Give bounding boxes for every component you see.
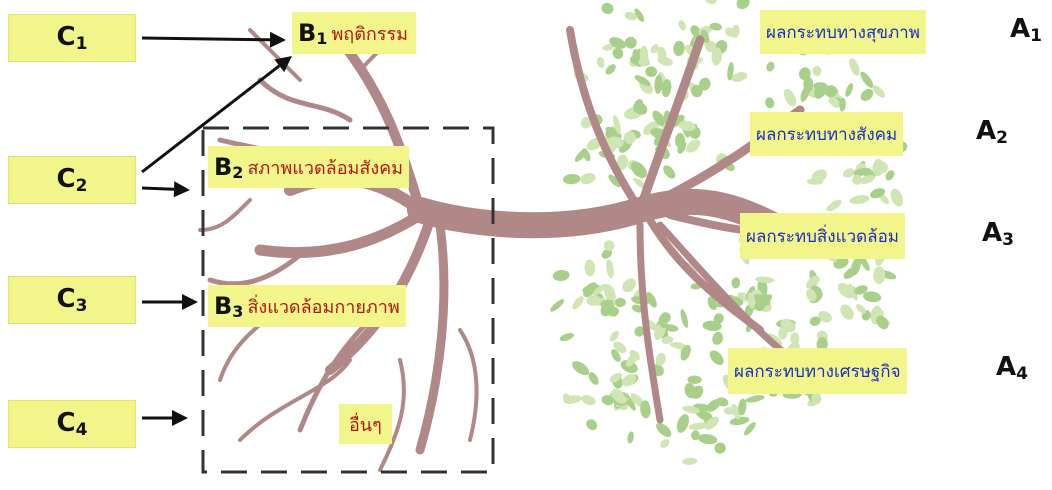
behavior-code-b2: B2 <box>214 153 243 182</box>
other-factors-label: อื่นๆ <box>339 404 392 444</box>
leaf <box>764 96 776 109</box>
impact-label-a1: ผลกระทบทางสุขภาพ <box>760 10 926 54</box>
leaf <box>707 348 726 368</box>
leaf <box>584 417 599 432</box>
impact-text-a4: ผลกระทบทางเศรษฐกิจ <box>734 358 901 385</box>
leaf <box>745 394 765 404</box>
tree-branch <box>420 225 444 450</box>
cause-box-c2: C2 <box>8 156 136 204</box>
other-factors-text: อื่นๆ <box>349 410 382 439</box>
leaf <box>654 420 674 439</box>
tree-branch <box>210 255 300 284</box>
leaf <box>605 259 615 279</box>
leaf <box>687 375 702 384</box>
impact-text-a3: ผลกระทบสิ่งแวดล้อม <box>746 223 899 250</box>
leaf <box>673 40 686 56</box>
behavior-label-b3: B3 สิ่งแวดล้อมกายภาพ <box>208 285 406 327</box>
leaf <box>711 331 725 347</box>
behavior-code-b1: B1 <box>298 19 327 48</box>
impact-text-a1: ผลกระทบทางสุขภาพ <box>766 19 920 46</box>
leaf <box>825 198 844 214</box>
leaf <box>755 276 775 284</box>
behavior-label-b2: B2 สภาพแวดล้อมสังคม <box>208 146 409 188</box>
leaf <box>888 187 905 208</box>
behavior-text-b1: พฤติกรรม <box>331 19 408 48</box>
impact-text-a2: ผลกระทบทางสังคม <box>756 121 897 148</box>
leaf <box>599 1 615 17</box>
impact-code-a3: A3 <box>982 218 1014 250</box>
behavior-text-b3: สิ่งแวดล้อมกายภาพ <box>247 292 399 321</box>
leaf <box>614 297 626 307</box>
leaf <box>734 0 752 12</box>
arrow-c2-to-b2 <box>142 181 190 197</box>
leaf <box>781 87 798 108</box>
tree-branch <box>260 80 350 120</box>
leaf <box>596 56 605 68</box>
impact-code-a4: A4 <box>996 352 1028 384</box>
leaf <box>645 66 658 77</box>
behavior-label-b1: B1 พฤติกรรม <box>292 12 416 54</box>
leaf <box>548 297 566 313</box>
leaf <box>684 137 703 155</box>
leaf <box>677 19 687 32</box>
leaf <box>682 457 698 465</box>
leaf <box>626 431 634 444</box>
behavior-code-b3: B3 <box>214 292 243 321</box>
cause-code-c3: C3 <box>57 284 88 316</box>
leaf <box>624 36 638 50</box>
impact-label-a4: ผลกระทบทางเศรษฐกิจ <box>728 348 907 394</box>
cause-code-c4: C4 <box>57 408 88 440</box>
leaf <box>765 60 776 72</box>
leaf <box>608 329 621 343</box>
leaf <box>570 358 592 378</box>
tree-branch <box>260 215 420 253</box>
arrow-c3-to-b3 <box>142 294 198 310</box>
leaf <box>849 194 870 206</box>
leaf <box>812 65 823 77</box>
leaf <box>679 308 690 328</box>
leaf <box>837 302 856 322</box>
behavior-text-b2: สภาพแวดล้อมสังคม <box>247 153 403 182</box>
leaf <box>580 393 597 407</box>
impact-label-a3: ผลกระทบสิ่งแวดล้อม <box>740 213 905 259</box>
leaf <box>661 163 678 181</box>
leaf <box>640 46 648 65</box>
tree-branch <box>460 330 477 440</box>
cause-box-c4: C4 <box>8 400 136 448</box>
leaf <box>697 433 718 446</box>
leaf <box>675 413 692 435</box>
leaf <box>559 331 575 342</box>
tree-branch <box>570 30 640 210</box>
leaf <box>731 277 740 289</box>
leaf <box>579 171 597 186</box>
leaf <box>570 294 585 311</box>
cause-box-c3: C3 <box>8 276 136 324</box>
leaf <box>703 0 719 6</box>
leaf <box>844 82 855 98</box>
leaf <box>620 371 639 389</box>
leaf <box>658 437 671 449</box>
impact-code-a1: A1 <box>1010 14 1042 46</box>
leaf <box>584 259 596 277</box>
cause-code-c2: C2 <box>57 164 88 196</box>
leaf <box>847 57 862 77</box>
leaf <box>873 266 885 284</box>
impact-code-a2: A2 <box>976 116 1008 148</box>
cause-code-c1: C1 <box>57 22 88 54</box>
cause-box-c1: C1 <box>8 14 136 62</box>
leaf <box>563 173 581 184</box>
leaf <box>604 62 618 76</box>
leaf <box>552 269 570 282</box>
impact-label-a2: ผลกระทบทางสังคม <box>750 112 903 156</box>
tree-branch <box>200 200 250 230</box>
leaf <box>790 332 799 344</box>
arrow-c4-to-other <box>142 410 188 426</box>
